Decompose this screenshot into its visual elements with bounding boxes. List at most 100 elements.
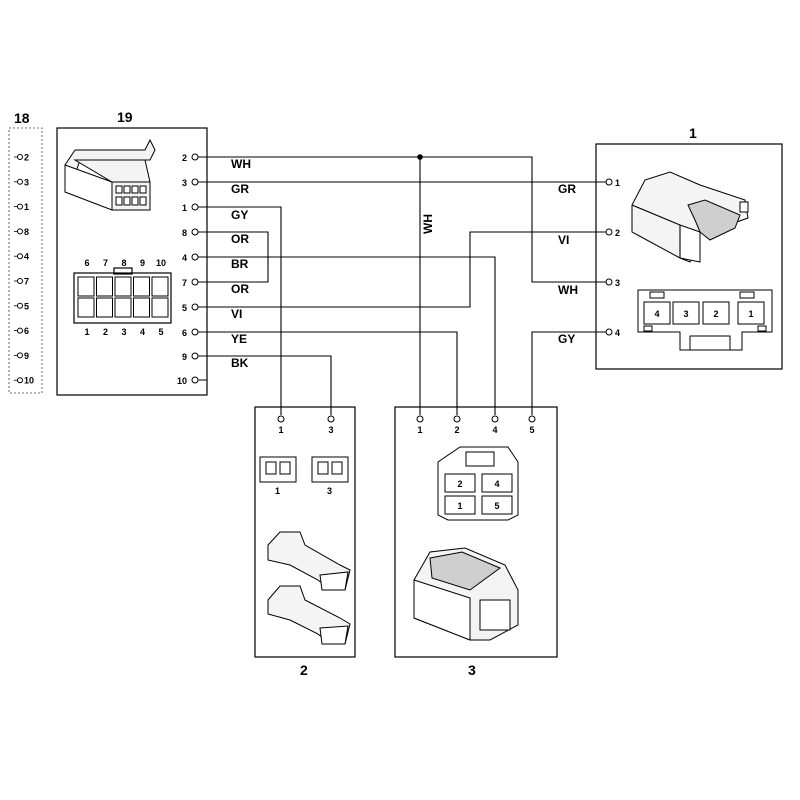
face-cavity xyxy=(643,301,671,325)
connector-18-frame xyxy=(8,127,43,394)
connector-1: 1 4 3 2 1 1 2 3 4 xyxy=(595,125,783,370)
connector-18-pin-label: 10 xyxy=(24,376,34,386)
connector-19-pin-label: 8 xyxy=(182,228,187,238)
wire-wh xyxy=(198,156,606,283)
pin-circle xyxy=(416,415,424,423)
pin-circle xyxy=(191,203,199,211)
pin-circle xyxy=(191,153,199,161)
connector-18-pin-label: 5 xyxy=(24,301,29,311)
connector-1-face-number: 4 xyxy=(654,309,659,319)
wire-bk xyxy=(198,355,332,415)
connector-19-face-number: 6 xyxy=(84,258,89,268)
wire-br xyxy=(198,256,496,415)
connector-1-pin-label: 4 xyxy=(615,328,620,338)
connector-19-pin-label: 9 xyxy=(182,352,187,362)
wire-color-label: BK xyxy=(231,356,249,370)
face-cavity xyxy=(133,276,150,297)
connector-3-label: 3 xyxy=(468,662,476,678)
pin-circle xyxy=(191,376,199,384)
pin-circle xyxy=(191,178,199,186)
connector-19-label: 19 xyxy=(117,109,133,125)
connector-19-pin-label: 3 xyxy=(182,178,187,188)
connector-19-face-number: 7 xyxy=(103,258,108,268)
connector-1-pin-label: 1 xyxy=(615,178,620,188)
wire-color-label: GY xyxy=(231,208,248,222)
connector-3-pin-label: 5 xyxy=(529,425,534,435)
pin-circle xyxy=(605,328,613,336)
connector-19-housing xyxy=(64,138,156,211)
pin-circle xyxy=(17,154,23,160)
connector-3-face-number: 1 xyxy=(457,501,462,511)
connector-19-face-number: 1 xyxy=(84,327,89,337)
wire-color-label: WH xyxy=(231,157,251,171)
pin-circle xyxy=(605,178,613,186)
connector-2-plugs xyxy=(267,531,351,645)
wire-gy-right xyxy=(531,331,606,415)
pin-circle xyxy=(605,278,613,286)
wires xyxy=(198,154,606,415)
connector-1-pin-label: 2 xyxy=(615,228,620,238)
connector-19-face-number: 5 xyxy=(158,327,163,337)
pin-circle xyxy=(528,415,536,423)
connector-2-label: 2 xyxy=(300,662,308,678)
connector-18-pin-label: 6 xyxy=(24,326,29,336)
connector-18-pin-label: 9 xyxy=(24,351,29,361)
face-cavity xyxy=(481,473,513,493)
connector-1-face-number: 3 xyxy=(683,309,688,319)
wire-color-label: BR xyxy=(231,257,249,271)
pin-circle xyxy=(327,415,335,423)
connector-19-face-number: 8 xyxy=(121,258,126,268)
connector-19-frame xyxy=(56,127,208,396)
connector-1-face: 4 3 2 1 xyxy=(637,289,773,351)
pin-circle xyxy=(17,253,23,260)
pin-circle xyxy=(17,278,23,284)
face-cavity xyxy=(133,297,150,318)
connector-2-term-label: 1 xyxy=(275,486,280,496)
connector-3-pin-label: 4 xyxy=(492,425,497,435)
connector-18-pin-label: 1 xyxy=(24,202,29,212)
face-cavity xyxy=(702,301,730,325)
pin-circle xyxy=(453,415,461,423)
connector-1-housing xyxy=(631,171,749,263)
pin-circle xyxy=(191,228,199,236)
wire-vi xyxy=(198,231,606,308)
face-cavity xyxy=(114,276,132,297)
connector-2-term-label: 3 xyxy=(327,486,332,496)
connector-19-face-number: 4 xyxy=(140,327,145,337)
pin-circle xyxy=(17,327,23,334)
connector-18-pin-label: 2 xyxy=(24,153,29,163)
connector-1-frame xyxy=(595,143,783,370)
connector-3-frame xyxy=(394,406,558,658)
pin-circle xyxy=(191,303,199,311)
pin-circle xyxy=(17,377,23,384)
pin-circle xyxy=(491,415,499,423)
connector-18-label: 18 xyxy=(14,110,30,126)
connector-1-face-number: 2 xyxy=(713,309,718,319)
face-cavity xyxy=(77,276,95,297)
connector-3-face-number: 2 xyxy=(457,479,462,489)
connector-3-pin-label: 2 xyxy=(454,425,459,435)
connector-18-pin-label: 7 xyxy=(24,277,29,287)
connector-1-label: 1 xyxy=(689,125,697,141)
face-cavity xyxy=(672,301,700,325)
face-cavity xyxy=(444,473,476,493)
connector-19-face-number: 3 xyxy=(121,327,126,337)
wire-color-label: GR xyxy=(231,182,249,196)
face-cavity xyxy=(481,495,513,515)
connector-3-housing xyxy=(413,547,519,641)
connector-18-pin-label: 8 xyxy=(24,227,29,237)
connector-19-face-number: 10 xyxy=(156,258,166,268)
pin-circle xyxy=(191,253,199,261)
face-cavity xyxy=(444,495,476,515)
connector-1-face-number: 1 xyxy=(748,309,753,319)
pin-circle xyxy=(17,203,23,210)
connector-18-pin-label: 4 xyxy=(24,252,29,262)
connector-19-pin-label: 1 xyxy=(182,203,187,213)
wire-color-label: GR xyxy=(558,182,576,196)
